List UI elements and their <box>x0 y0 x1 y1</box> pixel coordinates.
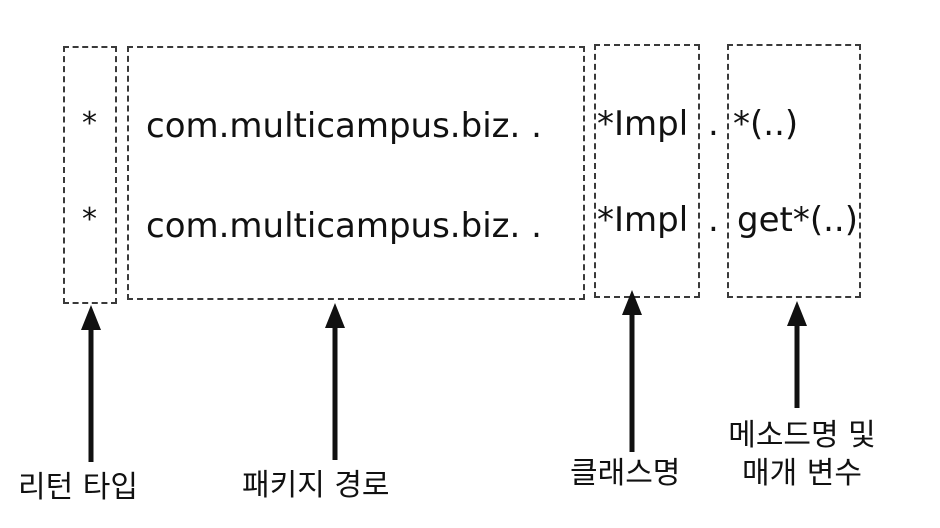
package-path-label: 패키지 경로 <box>242 468 390 503</box>
method-params-label-line1: 메소드명 및 <box>728 418 876 453</box>
method-params-label-line2: 매개 변수 <box>742 456 862 491</box>
return-type-arrow <box>81 305 101 462</box>
class-name-arrow <box>622 290 642 452</box>
separator-row1: . <box>708 104 719 144</box>
package-path-arrow <box>325 303 345 460</box>
package-path-box <box>127 46 585 300</box>
method-params-row1: *(..) <box>733 104 799 144</box>
separator-row2: . <box>708 200 719 240</box>
class-name-box <box>594 44 700 298</box>
method-params-arrow <box>787 301 807 408</box>
package-path-row1: com.multicampus.biz. . <box>146 106 542 146</box>
method-params-row2: get*(..) <box>737 200 858 240</box>
return-type-label: 리턴 타입 <box>18 470 138 505</box>
class-name-label: 클래스명 <box>570 456 681 491</box>
class-name-row1: *Impl <box>597 104 689 144</box>
package-path-row2: com.multicampus.biz. . <box>146 206 542 246</box>
method-params-box <box>727 44 861 298</box>
return-type-box <box>63 46 117 304</box>
return-type-row1: * <box>82 106 97 141</box>
class-name-row2: *Impl <box>597 200 689 240</box>
return-type-row2: * <box>82 202 97 237</box>
